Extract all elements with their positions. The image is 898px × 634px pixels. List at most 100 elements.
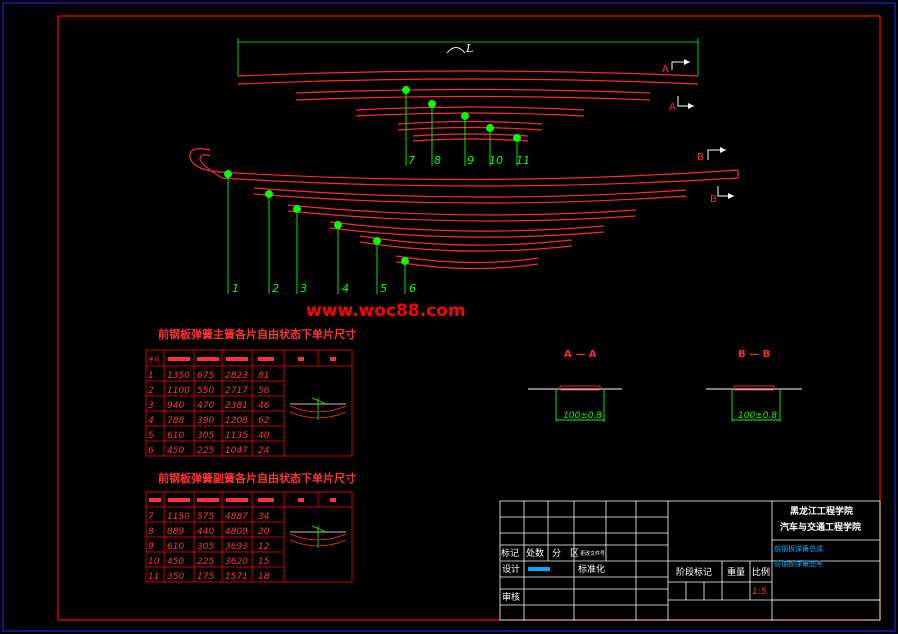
watermark: www.woc88.com [306, 301, 466, 321]
section-a-label: A — A [564, 349, 597, 360]
table2-header-marks [149, 498, 336, 502]
table1-cell: 940 [167, 401, 184, 411]
table1-cell: 3 [148, 401, 154, 411]
section-a-dim: 100±0.8 [563, 411, 602, 421]
table1-cell: 81 [258, 371, 269, 381]
tb-standard: 标准化 [578, 563, 605, 575]
table2-cell: 575 [197, 512, 214, 522]
callout-3: 3 [300, 282, 307, 295]
table2-grid [145, 491, 353, 583]
callout-10: 10 [489, 154, 503, 167]
table2-cell: 11 [148, 572, 159, 582]
table1-grid [145, 349, 353, 457]
table2-cell: 9 [148, 542, 154, 552]
main-callout-leaders [224, 170, 409, 294]
auxiliary-spring [237, 38, 699, 142]
table2-cell: 1150 [167, 512, 190, 522]
tb-review: 审核 [502, 591, 520, 603]
section-b-drawing [706, 385, 802, 422]
table1-header-no: 序号 [148, 356, 160, 364]
callout-8: 8 [434, 154, 441, 167]
table2-cell: 15 [258, 557, 270, 567]
table1-cell: 675 [197, 371, 214, 381]
callout-6: 6 [409, 282, 416, 295]
table1-cell: 5 [148, 431, 154, 441]
tb-scale: 1:5 [752, 587, 767, 597]
table1-cell: 24 [258, 446, 270, 456]
table2-cell: 4887 [225, 512, 248, 522]
table1-cell: 46 [258, 401, 270, 411]
callout-7: 7 [408, 154, 415, 167]
table1-cell: 1350 [167, 371, 190, 381]
svg-text:A: A [662, 64, 669, 75]
svg-text:B: B [697, 152, 704, 163]
length-dim-label: L [465, 42, 473, 55]
table2-cell: 7 [148, 512, 154, 522]
table1-cell: 788 [167, 416, 184, 426]
svg-text:A: A [669, 102, 676, 113]
callout-9: 9 [467, 154, 474, 167]
table2-cell: 889 [167, 527, 184, 537]
title-block [499, 500, 881, 621]
table2-cell: 225 [197, 557, 214, 567]
table1-cell: 1100 [167, 386, 190, 396]
callout-5: 5 [380, 282, 387, 295]
table2-cell: 3693 [225, 542, 248, 552]
tb-zone: 分 区 [552, 548, 579, 559]
tb-weight: 重量 [727, 566, 745, 578]
table2-cell: 350 [167, 572, 184, 582]
table2-cell: 450 [167, 557, 184, 567]
table1-cell: 2823 [225, 371, 248, 381]
table1-cell: 56 [258, 386, 270, 396]
section-mark-b: B B [697, 147, 734, 205]
table1-cell: 1208 [225, 416, 248, 426]
school-name: 黑龙江工程学院 [790, 505, 853, 517]
table1-cell: 2381 [225, 401, 248, 411]
table2-title: 前钢板弹簧副簧各片自由状态下单片尺寸 [158, 471, 356, 485]
drawing-border [57, 15, 881, 621]
table2-cell: 20 [258, 527, 270, 537]
table2-cell: 4809 [225, 527, 248, 537]
table2-sketch [289, 525, 347, 548]
aux-callout-leaders [402, 86, 521, 166]
table2-cell: 1571 [225, 572, 248, 582]
table2-cell: 12 [258, 542, 270, 552]
tb-scale-label: 比例 [752, 566, 770, 578]
section-b-label: B — B [738, 349, 770, 360]
table2-cell: 18 [258, 572, 270, 582]
table2-cell: 8 [148, 527, 154, 537]
table1-cell: 550 [197, 386, 214, 396]
dept-name: 汽车与交通工程学院 [780, 521, 861, 533]
main-spring [189, 148, 739, 270]
table2-cell: 10 [148, 557, 160, 567]
svg-text:B: B [710, 194, 717, 205]
callout-4: 4 [342, 282, 349, 295]
tb-design: 设计 [502, 563, 520, 575]
callout-2: 2 [272, 282, 279, 295]
table1-cell: 2717 [225, 386, 248, 396]
tb-mark: 标记 [501, 547, 519, 559]
table1-cell: 62 [258, 416, 270, 426]
table1-cell: 1047 [225, 446, 248, 456]
table1-cell: 390 [197, 416, 214, 426]
table1-cell: 1135 [225, 431, 248, 441]
table2-cell: 175 [197, 572, 214, 582]
table1-sketch [289, 397, 347, 420]
table1-title: 前钢板弹簧主簧各片自由状态下单片尺寸 [158, 327, 356, 341]
table1-header-marks [168, 357, 336, 361]
drawing-name: 前钢板弹簧总成 [774, 544, 823, 553]
section-b-dim: 100±0.8 [738, 411, 777, 421]
tb-doc: 更改文件号 [580, 550, 605, 557]
tb-count: 处数 [526, 547, 544, 559]
table1-cell: 4 [148, 416, 154, 426]
table1-cell: 450 [167, 446, 184, 456]
table1-cell: 470 [197, 401, 214, 411]
table2-cell: 440 [197, 527, 214, 537]
table1-cell: 40 [258, 431, 270, 441]
section-mark-a: A A [662, 59, 694, 113]
drawing-no: 前钢板弹簧图号 [774, 559, 823, 568]
callout-1: 1 [232, 282, 239, 295]
